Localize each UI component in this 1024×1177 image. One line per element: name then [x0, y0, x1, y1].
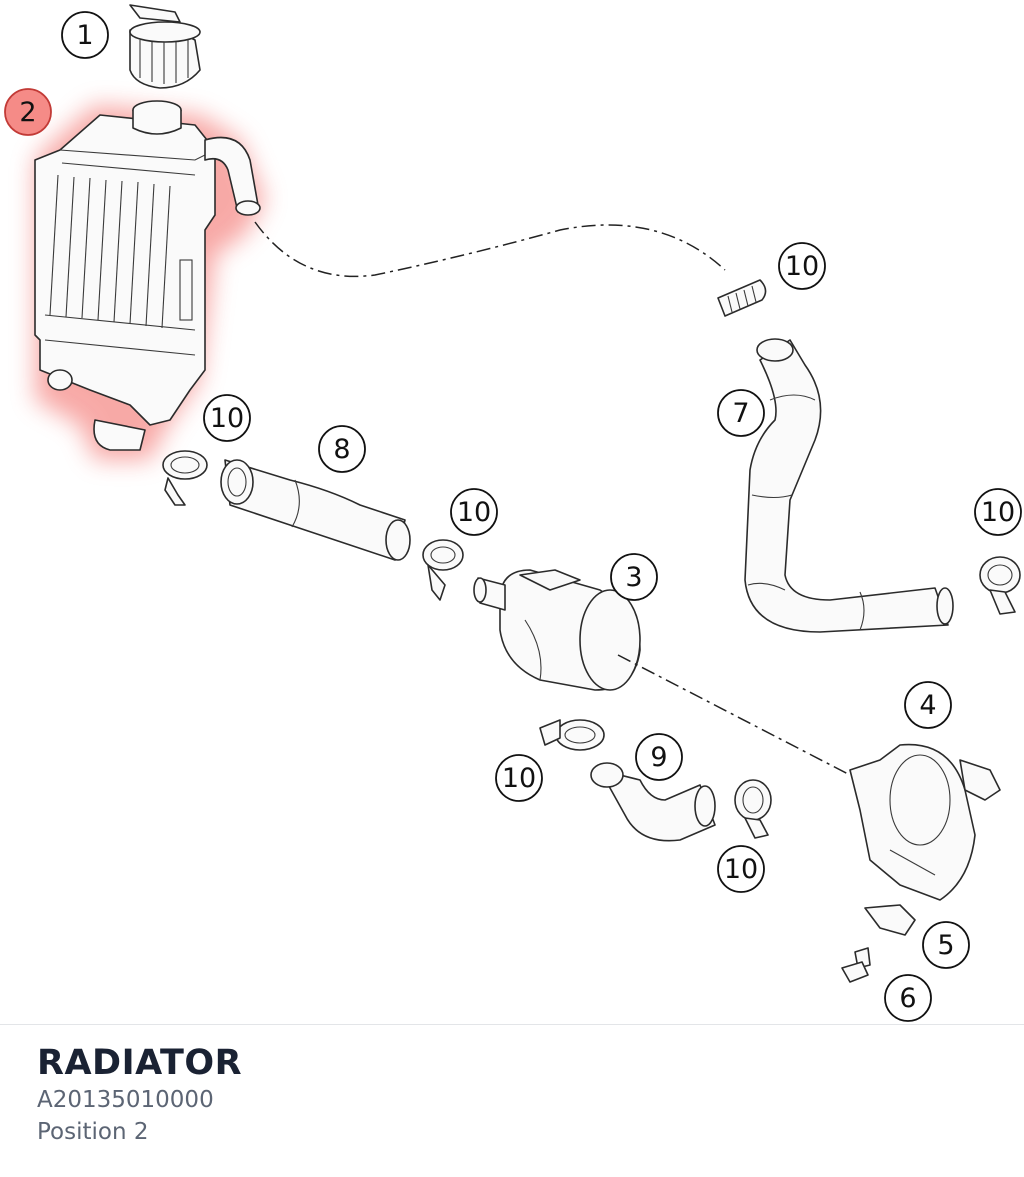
footer-divider [0, 1024, 1024, 1025]
callout-layer: 1 2 3 4 56 7 8 9 10 10 10 10 10 10 [4, 11, 1022, 1022]
callout-circle [974, 488, 1022, 536]
radiator-part[interactable] [34, 100, 265, 460]
callout-10[interactable]: 10 [203, 394, 251, 442]
callout-label: 5 [937, 930, 954, 961]
callout-label: 10 [502, 763, 536, 794]
leader-line-radiator [254, 221, 726, 278]
callout-10[interactable]: 10 [778, 242, 826, 290]
hose-clamp-part-c[interactable] [539, 719, 605, 751]
callout-10[interactable]: 10 [495, 754, 543, 802]
callout-circle [717, 389, 765, 437]
callout-circle [450, 488, 498, 536]
hose-clamp-part-e[interactable] [979, 556, 1021, 615]
callout-circle [610, 553, 658, 601]
callout-label: 10 [785, 251, 819, 282]
radiator-cap-part[interactable] [129, 4, 201, 89]
callout-circle [318, 425, 366, 473]
hose-9-part[interactable] [590, 762, 716, 842]
callout-10[interactable]: 10 [974, 488, 1022, 536]
part-number: A20135010000 [37, 1087, 214, 1113]
leader-line-pump [617, 654, 851, 776]
hose-8-part[interactable] [220, 459, 411, 561]
long-hose-part[interactable] [744, 338, 954, 633]
hose-clamp-part-d[interactable] [734, 779, 772, 839]
callout-5[interactable]: 5 [922, 921, 970, 969]
screw-part[interactable] [841, 947, 871, 983]
callout-circle [778, 242, 826, 290]
hose-clamp-part-a[interactable] [162, 450, 208, 506]
callout-label: 7 [732, 398, 749, 429]
callout-label: 10 [457, 497, 491, 528]
hose-clamp-part-b[interactable] [422, 539, 464, 601]
callout-3[interactable]: 3 [610, 553, 658, 601]
callout-label: 4 [919, 690, 936, 721]
callout-10[interactable]: 10 [450, 488, 498, 536]
callout-circle [61, 11, 109, 59]
callout-circle [904, 681, 952, 729]
callout-label: 8 [333, 434, 350, 465]
callout-9[interactable]: 9 [635, 733, 683, 781]
callout-label: 9 [650, 742, 667, 773]
callout-circle [717, 845, 765, 893]
callout-1[interactable]: 1 [61, 11, 109, 59]
small-hose-part[interactable] [717, 279, 767, 317]
part-title: RADIATOR [37, 1043, 243, 1083]
callout-6[interactable]: 6 [884, 974, 932, 1022]
pump-bracket-part[interactable] [849, 743, 1001, 901]
part-position: Position 2 [37, 1119, 149, 1145]
callout-label: 10 [210, 403, 244, 434]
callout-circle [922, 921, 970, 969]
callout-circle [635, 733, 683, 781]
callout-circle [4, 88, 52, 136]
callout-circle [884, 974, 932, 1022]
callout-2[interactable]: 2 [4, 88, 52, 136]
callout-label: 2 [19, 97, 36, 128]
callout-8[interactable]: 8 [318, 425, 366, 473]
part-info: RADIATOR A20135010000 Position 2 [37, 1042, 1024, 1148]
callout-label: 10 [981, 497, 1015, 528]
parts-diagram: 1 2 3 4 56 7 8 9 10 10 10 10 10 10 [4, 4, 1022, 1022]
callout-label: 1 [76, 20, 93, 51]
callout-label: 6 [899, 983, 916, 1014]
callout-7[interactable]: 7 [717, 389, 765, 437]
callout-4[interactable]: 4 [904, 681, 952, 729]
callout-circle [203, 394, 251, 442]
callout-label: 10 [724, 854, 758, 885]
clip-part[interactable] [864, 904, 916, 936]
callout-10[interactable]: 10 [717, 845, 765, 893]
water-pump-part[interactable] [473, 569, 641, 691]
callout-label: 3 [625, 562, 642, 593]
callout-circle [495, 754, 543, 802]
